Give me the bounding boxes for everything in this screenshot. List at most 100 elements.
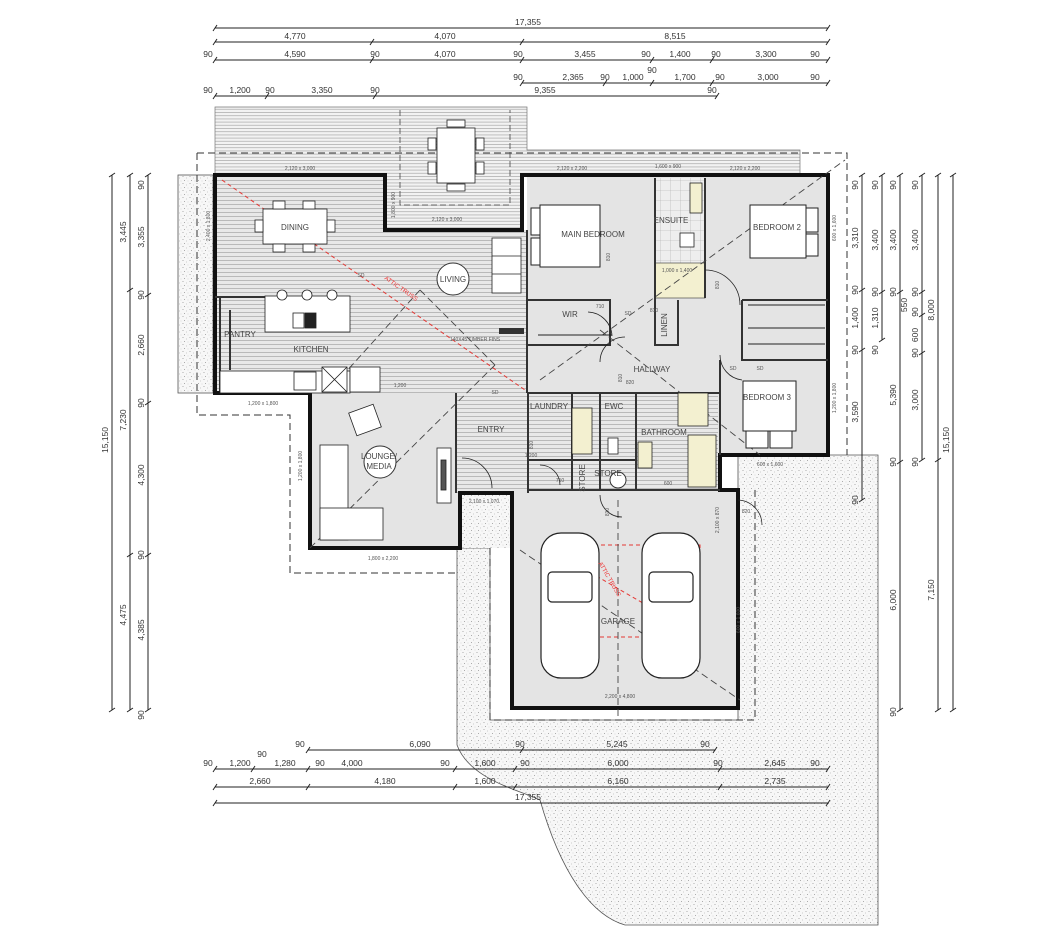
dimension-label: 90 (810, 72, 820, 82)
annotation-label: 1,600 x 900 (655, 164, 681, 170)
dimension-label: 90 (910, 180, 920, 190)
dimension-tick (144, 292, 152, 298)
dimension-label: 90 (513, 49, 523, 59)
dimension-tick (519, 746, 525, 754)
room-label-circle (609, 471, 627, 489)
dimension-tick (519, 56, 525, 64)
dimension-tick (212, 24, 218, 32)
dimension-label: 1,400 (669, 49, 691, 59)
dimension-label: 4,300 (136, 464, 146, 486)
dimension-label: 2,735 (764, 776, 786, 786)
dimension-label: 90 (265, 85, 275, 95)
room-label: BEDROOM 3 (743, 393, 792, 402)
dimension-tick (825, 783, 831, 791)
dimension-label: 90 (850, 180, 860, 190)
dimension-label: 90 (810, 758, 820, 768)
dimension-label: 90 (870, 180, 880, 190)
dimension-tick (918, 312, 926, 318)
annotation-label: SD (492, 390, 499, 396)
dimension-tick (858, 172, 866, 178)
dimension-overall-top: 17,355 (515, 17, 541, 27)
dining-table (254, 200, 336, 253)
dimension-label: 1,310 (870, 307, 880, 329)
dimension-tick (108, 707, 116, 713)
room-label: PANTRY (224, 330, 256, 339)
dimension-tick (896, 707, 904, 713)
annotation-label: 820 (742, 509, 751, 515)
dimension-label: 600 (910, 328, 920, 342)
room-label: BEDROOM 2 (753, 223, 802, 232)
side-path-paving (177, 174, 214, 394)
dimension-tick (305, 765, 311, 773)
dimension-label: 4,180 (374, 776, 396, 786)
dimension-tick (878, 172, 886, 178)
annotation-label: SD (625, 311, 632, 317)
dimension-label: 3,355 (136, 226, 146, 248)
dimension-label: 90 (257, 749, 267, 759)
dimension-label: 1,200 (229, 85, 251, 95)
dimension-label: 7,230 (118, 409, 128, 431)
dimension-tick (825, 56, 831, 64)
dimension-label: 3,000 (757, 72, 779, 82)
dimension-overall-bottom: 17,355 (515, 792, 541, 802)
dimension-label: 90 (203, 49, 213, 59)
dimension-tick (452, 765, 458, 773)
dimension-tick (896, 459, 904, 465)
dimension-label: 90 (203, 758, 213, 768)
dimension-label: 3,455 (574, 49, 596, 59)
room-label: DINING (281, 223, 309, 232)
dimension-label: 90 (513, 72, 523, 82)
annotation-label: 2,100 x 1,070 (469, 499, 500, 505)
dimension-label: 7,150 (926, 579, 936, 601)
dimension-tick (212, 56, 218, 64)
dimension-label: 4,000 (341, 758, 363, 768)
dimension-tick (305, 783, 311, 791)
dimension-label: 90 (203, 85, 213, 95)
dimension-label: 90 (440, 758, 450, 768)
annotation-label: 810 (650, 308, 659, 314)
dimension-tick (649, 56, 655, 64)
dimension-tick (212, 765, 218, 773)
annotation-label: SD (358, 273, 365, 279)
dimension-label: 1,000 (622, 72, 644, 82)
dimension-tick (934, 707, 942, 713)
room-label: HALLWAY (634, 365, 671, 374)
annotation-label: 2,120 x 2,200 (557, 166, 588, 172)
dimension-tick (714, 92, 720, 100)
annotation-label: 600 x 1,600 (757, 462, 783, 468)
dimension-tick (825, 79, 831, 87)
dimension-label: 6,090 (409, 739, 431, 749)
dimension-label: 90 (910, 457, 920, 467)
annotation-label: 1,200 (394, 383, 407, 389)
annotation-label: 1,000 x 1,400 (662, 268, 693, 274)
dimension-tick (825, 24, 831, 32)
room-label: LIVING (440, 275, 466, 284)
roof-outline (196, 152, 848, 721)
annotation-label: 140X45 TIMBER FINS (450, 337, 501, 343)
room-label: LOUNGE/ (361, 452, 398, 461)
dimension-label: 90 (647, 65, 657, 75)
cars (540, 532, 701, 679)
room-label: ENSUITE (654, 216, 689, 225)
dimension-tick (949, 707, 957, 713)
dimension-tick (519, 79, 525, 87)
dimension-label: 1,400 (850, 307, 860, 329)
annotation-label: 810 (529, 441, 535, 450)
dimension-label: 2,645 (764, 758, 786, 768)
dimension-tick (369, 56, 375, 64)
dimension-tick (858, 497, 866, 503)
room-label: BATHROOM (641, 428, 687, 437)
dimension-label: 90 (370, 49, 380, 59)
dimension-tick (825, 765, 831, 773)
dimension-label: 3,000 (910, 389, 920, 411)
room-label: LINEN (660, 313, 669, 337)
annotation-label: 600 (664, 481, 673, 487)
dimension-tick (372, 92, 378, 100)
dimension-label: 6,000 (607, 758, 629, 768)
dimension-label: 8,000 (926, 299, 936, 321)
dimension-label: 6,000 (888, 589, 898, 611)
dimension-label: 1,600 (474, 758, 496, 768)
room-label-circle (363, 445, 397, 479)
dimension-tick (212, 38, 218, 46)
dimension-label: 90 (136, 290, 146, 300)
